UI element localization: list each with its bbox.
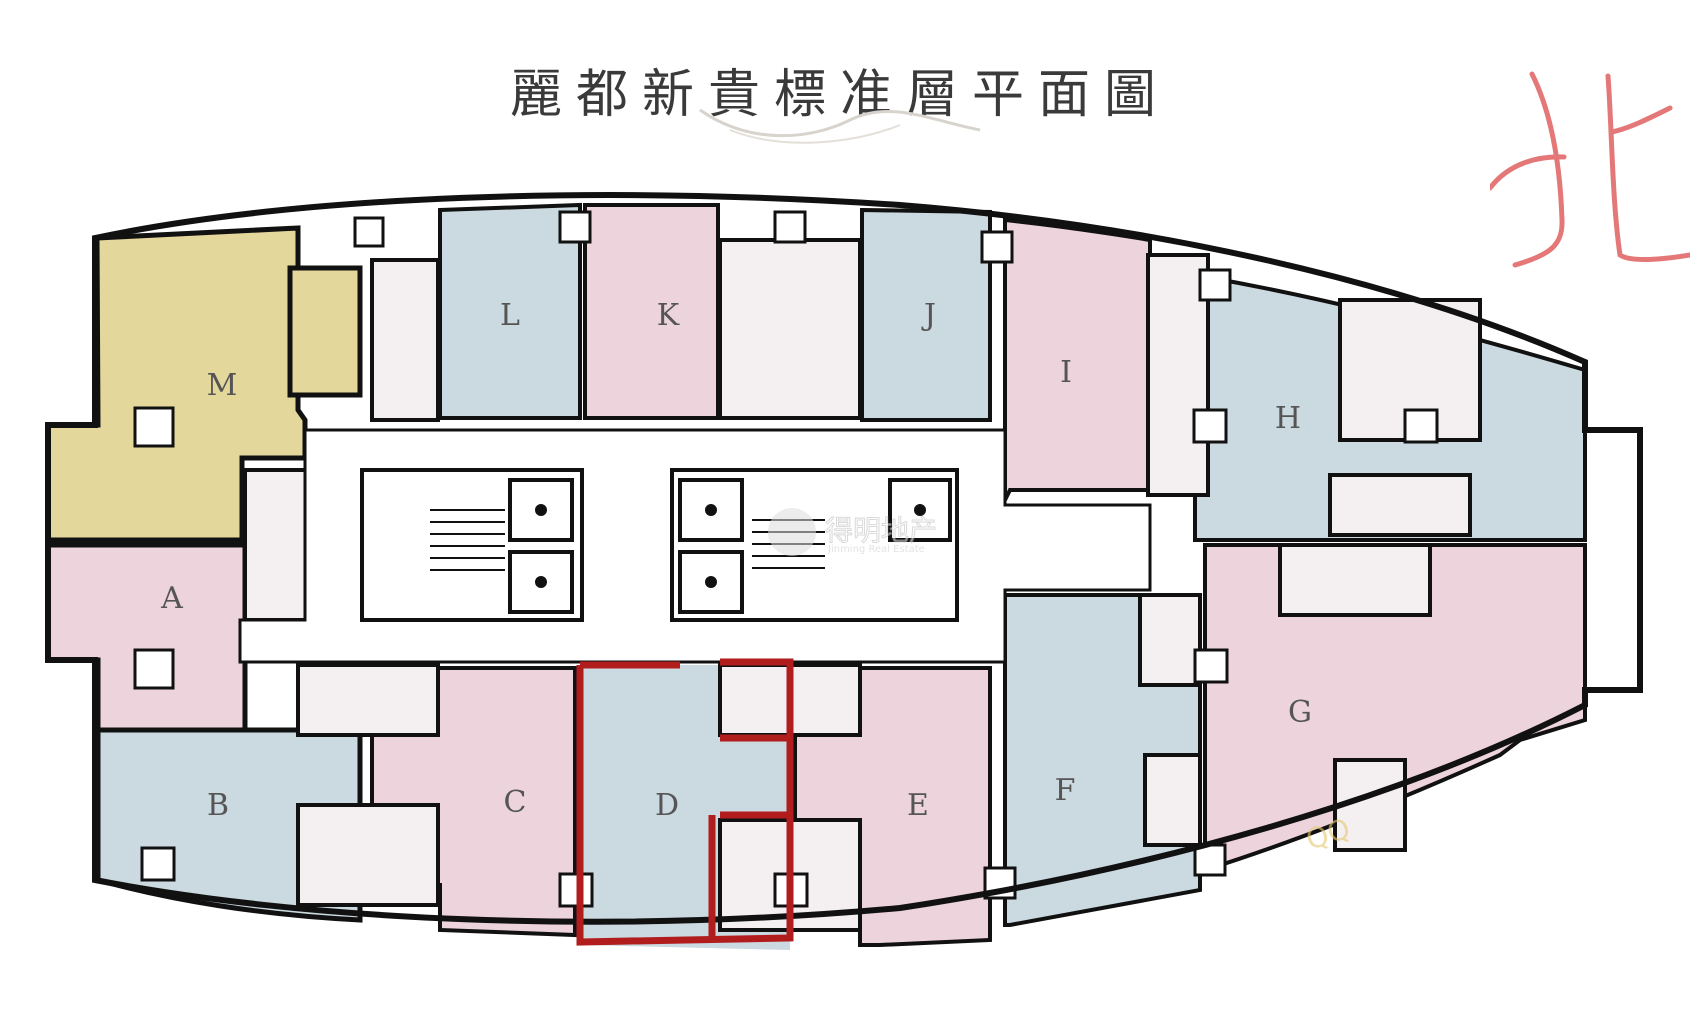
unit-label-m: M	[207, 368, 238, 403]
unit-label-g: G	[1288, 695, 1312, 730]
unit-label-f: F	[1055, 773, 1076, 808]
svg-text:得明地产: 得明地产	[825, 514, 937, 547]
unit-label-k: K	[657, 298, 680, 333]
unit-label-i: I	[1060, 355, 1072, 390]
unit-label-l: L	[500, 298, 520, 333]
watermark-logo-icon	[768, 508, 816, 556]
unit-label-d: D	[655, 788, 679, 823]
svg-text:Jinming Real Estate: Jinming Real Estate	[827, 544, 925, 555]
outer-envelope	[45, 192, 1643, 925]
unit-label-b: B	[207, 788, 229, 823]
north-arrow-icon	[1490, 71, 1690, 268]
unit-label-a: A	[160, 581, 183, 616]
unit-i	[1003, 217, 1152, 501]
structural-columns	[133, 210, 1439, 908]
title-swash-ornament	[699, 108, 981, 144]
unit-k	[583, 203, 720, 420]
unit-d-highlight	[576, 658, 794, 946]
service-cores	[243, 238, 1482, 932]
elevator-core-west	[360, 468, 584, 622]
unit-label-h: H	[1275, 401, 1301, 436]
unit-label-c: C	[504, 785, 527, 820]
watermark: 得明地产 Jinming Real Estate	[768, 508, 938, 556]
unit-a	[45, 542, 248, 733]
plan-title: 麗都新貴標准層平面圖	[510, 65, 1171, 125]
unit-label-j: J	[921, 298, 936, 333]
unit-label-e: E	[907, 788, 929, 823]
